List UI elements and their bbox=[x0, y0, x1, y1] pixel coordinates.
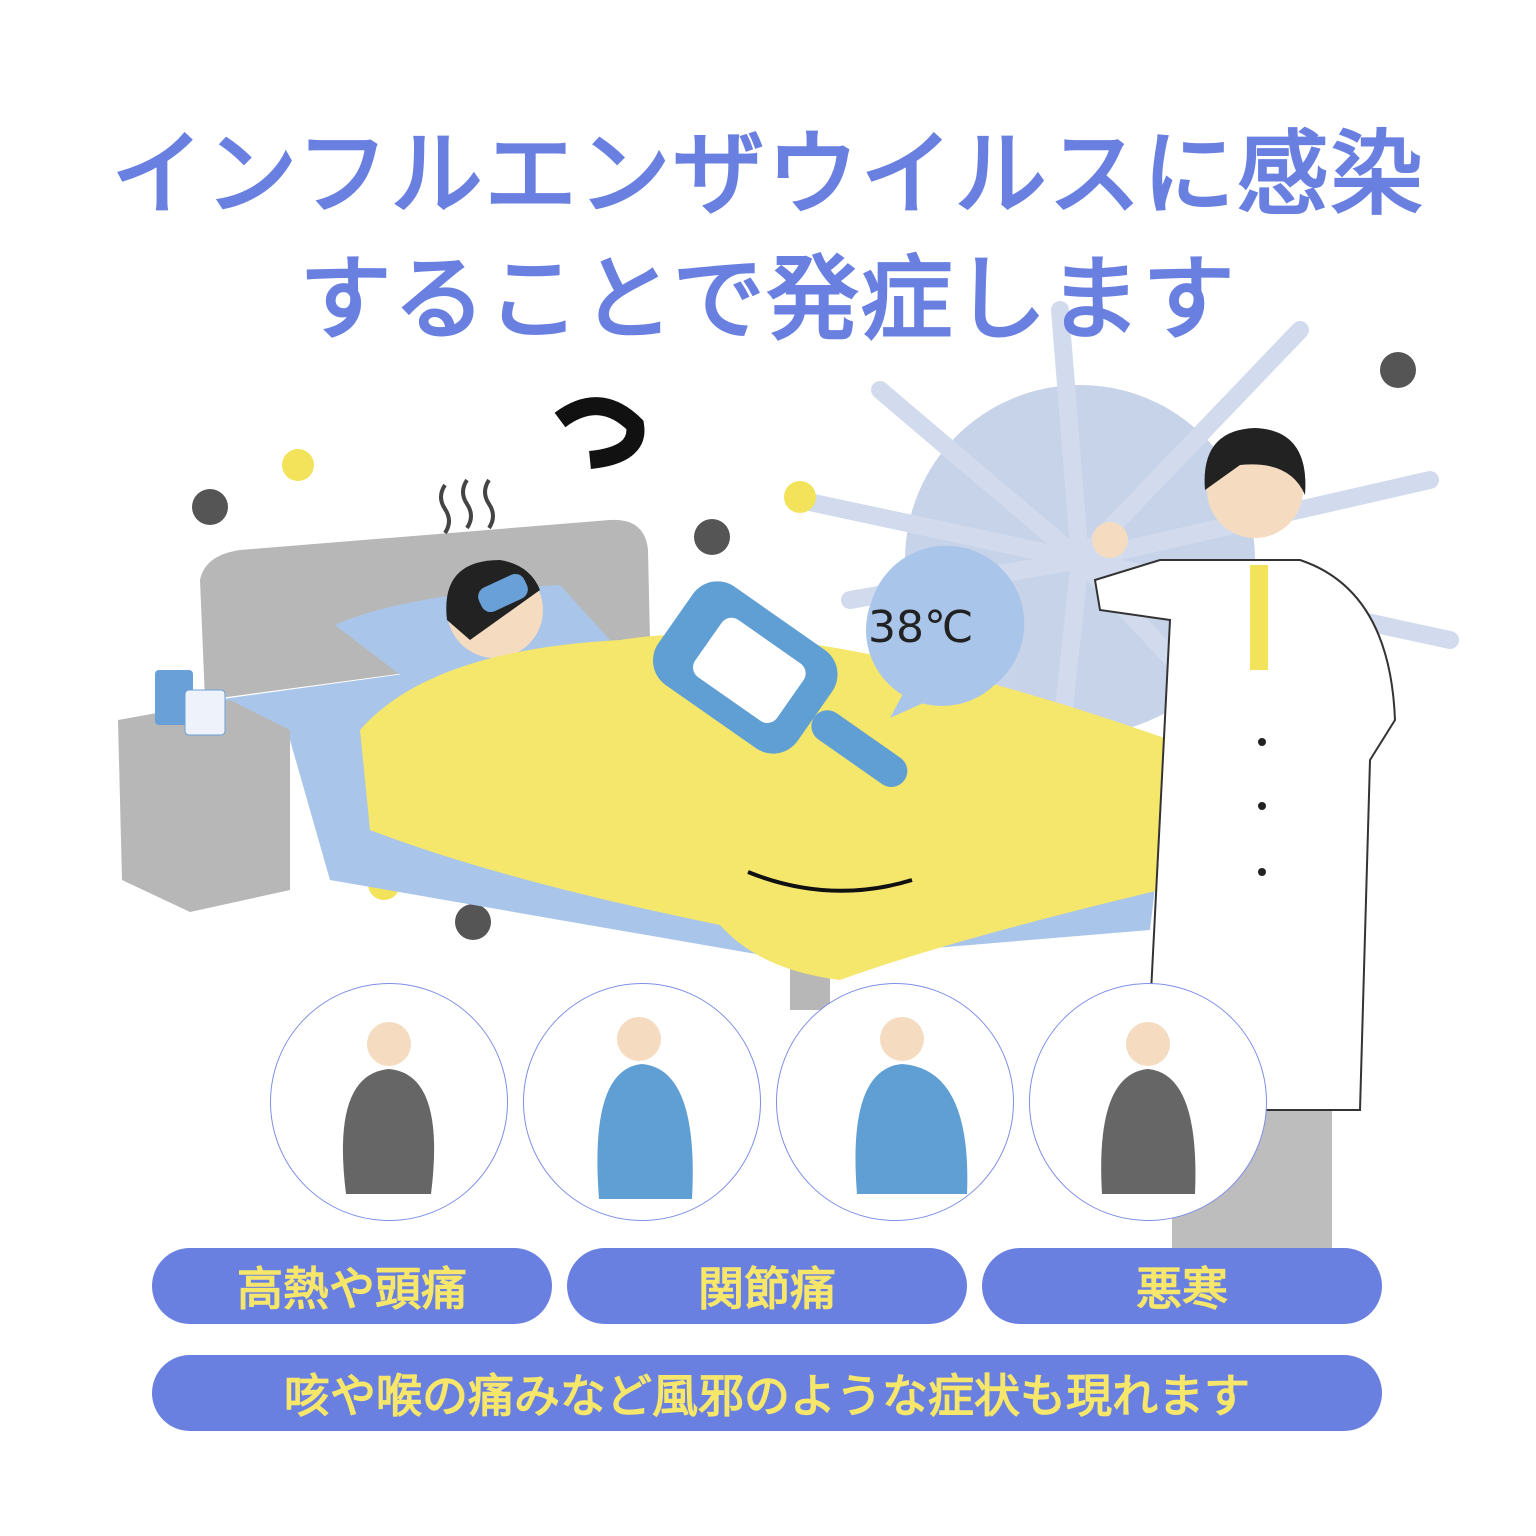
symptom-pill-joint-pain: 関節痛 bbox=[567, 1248, 967, 1324]
thermometer-icon bbox=[652, 581, 908, 787]
title-line-1: インフルエンザウイルスに感染 bbox=[111, 121, 1425, 228]
symptom-sneeze-illustration bbox=[523, 983, 761, 1221]
small-virus-icons bbox=[192, 352, 1416, 940]
temperature-reading: 38℃ bbox=[868, 602, 974, 653]
symptom-pill-fever-headache: 高熱や頭痛 bbox=[152, 1248, 552, 1324]
symptom-sore-throat-illustration bbox=[1029, 983, 1267, 1221]
title-line-2: することで発症します bbox=[299, 246, 1237, 353]
symptom-cough-illustration bbox=[776, 983, 1014, 1221]
summary-pill: 咳や喉の痛みなど風邪のような症状も現れます bbox=[152, 1355, 1382, 1431]
heat-waves-icon bbox=[439, 478, 495, 535]
sick-patient bbox=[446, 560, 543, 658]
blanket bbox=[360, 634, 1170, 980]
symptom-pill-chills: 悪寒 bbox=[982, 1248, 1382, 1324]
stress-scribble-icon bbox=[554, 397, 645, 469]
symptom-chills-illustration bbox=[270, 983, 508, 1221]
nightstand bbox=[118, 670, 290, 912]
